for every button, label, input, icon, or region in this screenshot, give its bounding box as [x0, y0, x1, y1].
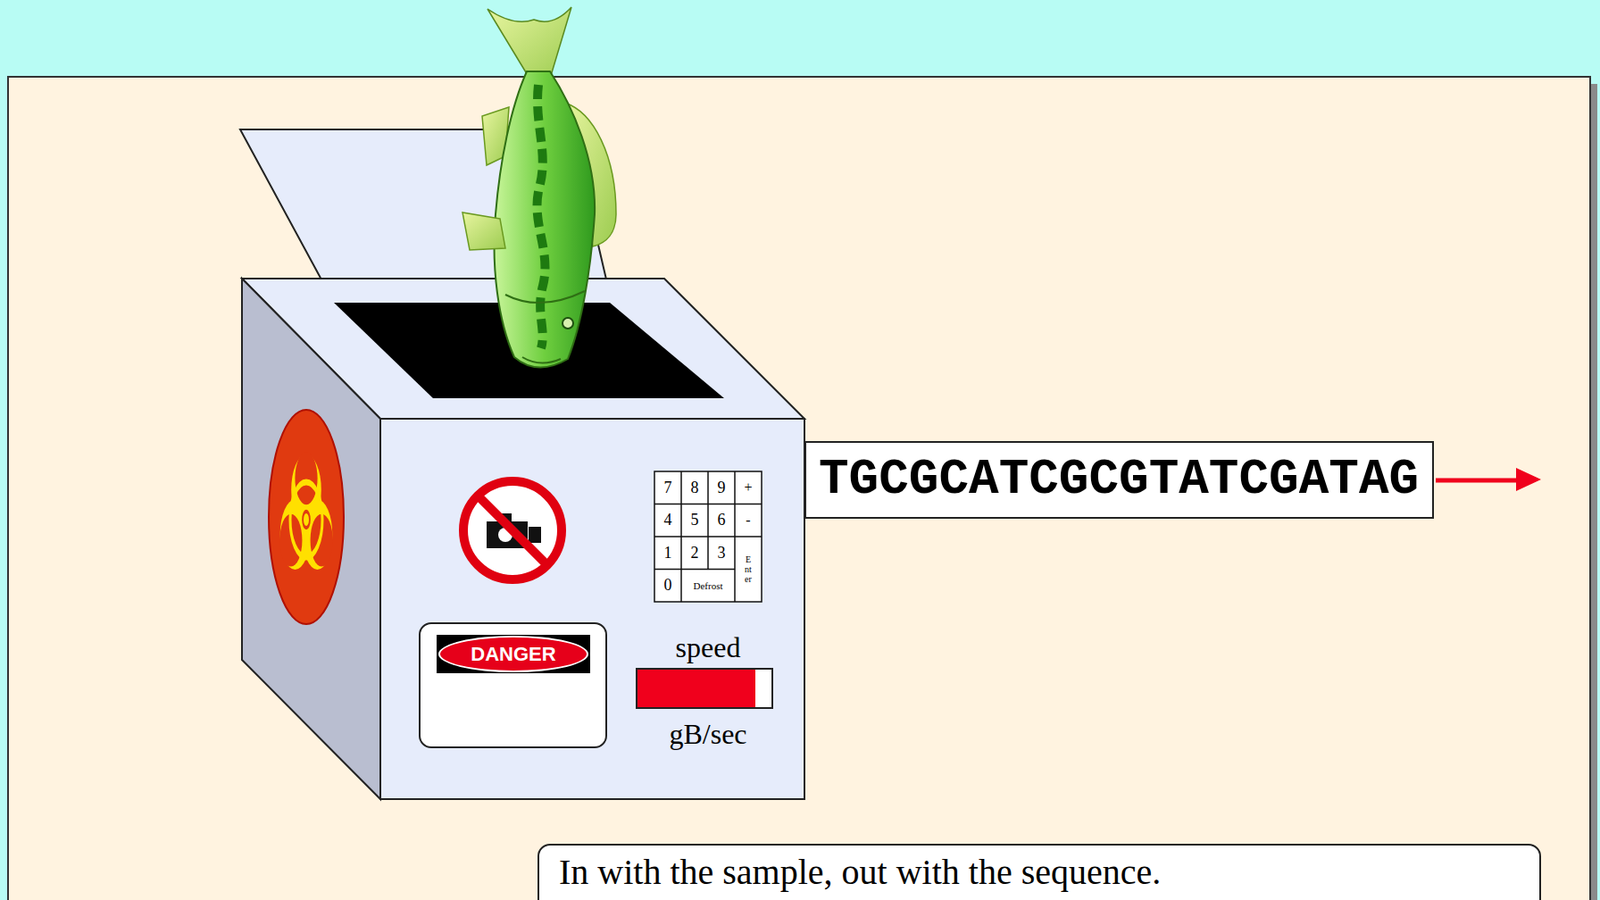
key-label-cell: 7	[654, 471, 682, 505]
key-label-cell: -	[734, 504, 762, 538]
speed-label: speed	[675, 631, 742, 665]
key-label: 3	[717, 543, 726, 563]
key-label: Enter	[743, 554, 753, 584]
key-label: 8	[691, 478, 700, 498]
key-label-cell: 1	[654, 536, 682, 570]
key-label: +	[743, 479, 752, 496]
caption-box: In with the sample, out with the sequenc…	[537, 843, 1542, 900]
sequence-text: TGCGCATCGCGTATCGATAG	[806, 442, 1432, 517]
machine-front	[380, 418, 805, 800]
panel	[8, 76, 1591, 900]
key-label: 2	[691, 543, 700, 563]
caption-text: In with the sample, out with the sequenc…	[539, 845, 1540, 892]
key-label-cell: +	[734, 471, 762, 505]
unit-label-cell: gB/sec	[636, 716, 780, 752]
machine-side	[241, 278, 381, 800]
key-label: -	[745, 512, 750, 529]
key-label-cell: 2	[681, 536, 709, 570]
sign-header-text: DANGER	[438, 635, 589, 673]
speed-label-cell: speed	[636, 629, 780, 666]
output-arrow	[1435, 467, 1542, 492]
key-label: 0	[664, 575, 673, 595]
key-label-cell: 4	[654, 504, 682, 538]
speed-bar	[636, 668, 773, 709]
key-label: 5	[691, 510, 700, 530]
danger-sign: DANGER	[418, 622, 608, 749]
key-label: Defrost	[693, 580, 724, 592]
key-label: 4	[664, 510, 673, 530]
key-label-cell: 3	[708, 536, 735, 570]
key-label: 1	[664, 543, 673, 563]
key-label: 6	[717, 510, 726, 530]
key-label-cell: 5	[681, 504, 709, 538]
key-label: 7	[664, 478, 673, 498]
biohazard-symbol	[268, 409, 344, 625]
sequence-box: TGCGCATCGCGTATCGATAG	[804, 441, 1434, 519]
key-label-cell: 8	[681, 471, 709, 505]
key-label-cell: 0	[654, 569, 682, 603]
key-label-cell: 6	[708, 504, 735, 538]
key-label: 9	[717, 478, 726, 498]
unit-label: gB/sec	[668, 717, 747, 751]
key-label-cell: 9	[708, 471, 735, 505]
no-camera-sign	[463, 481, 562, 580]
key-label-cell: Defrost	[681, 569, 735, 603]
key-label-cell: Enter	[734, 536, 762, 602]
keypad	[654, 471, 762, 602]
fish	[462, 7, 617, 368]
